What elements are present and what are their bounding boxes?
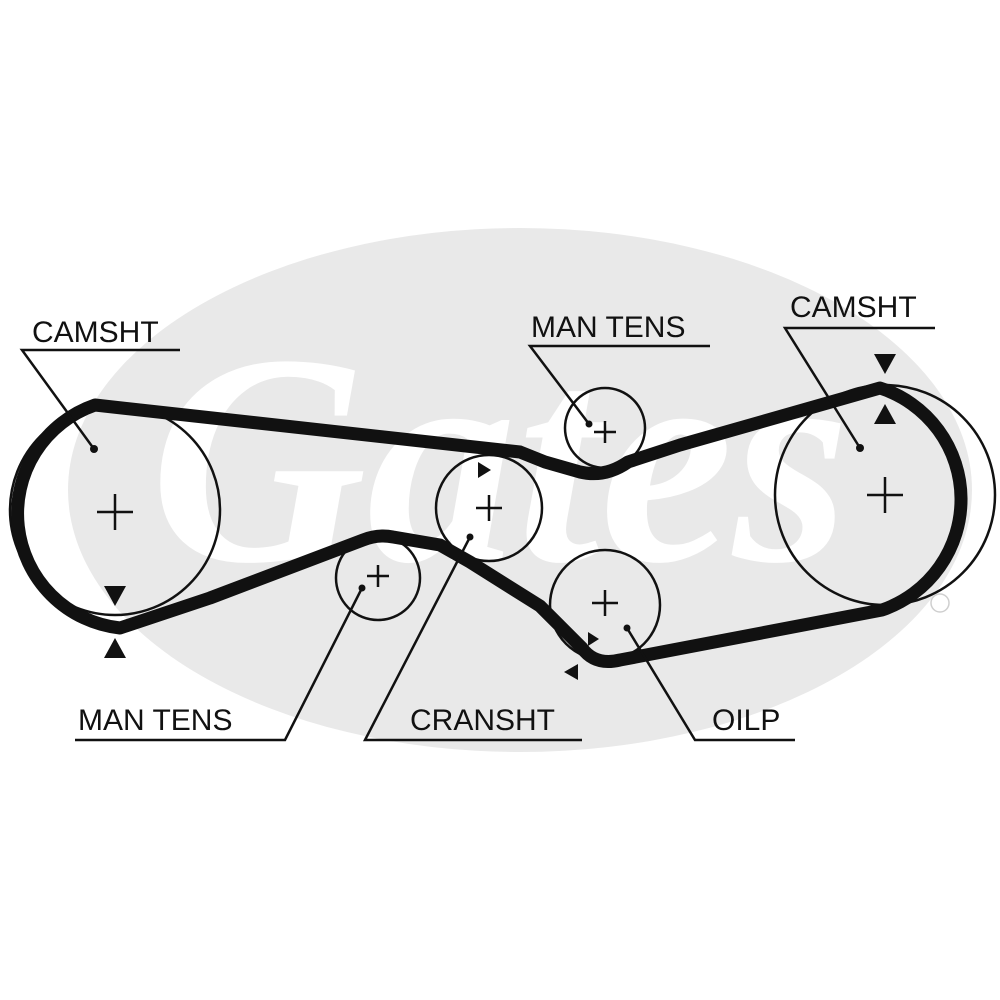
label-tensioner-top: MAN TENS	[531, 311, 685, 344]
leader-tensioner-bottom	[75, 587, 364, 742]
timing-mark-belt-icon	[564, 664, 578, 680]
timing-mark-crank-icon	[478, 462, 491, 478]
timing-belt	[11, 381, 968, 668]
leader-tensioner-top	[527, 344, 710, 425]
label-crankshaft: CRANSHT	[410, 704, 555, 737]
leader-lines	[19, 326, 935, 742]
registered-mark-icon	[930, 593, 950, 613]
logo-oval	[68, 228, 972, 752]
label-tensioner-bottom: MAN TENS	[78, 704, 232, 737]
leader-crankshaft	[362, 536, 582, 742]
timing-mark-left-upper-icon	[104, 586, 126, 606]
label-camshaft-left: CAMSHT	[32, 316, 159, 349]
leader-oil-pump	[625, 627, 795, 742]
timing-mark-right-upper-icon	[874, 354, 896, 374]
timing-mark-oil-pump-icon	[588, 632, 599, 646]
label-oil-pump: OILP	[712, 704, 780, 737]
leader-camshaft-left	[19, 348, 180, 450]
timing-mark-right-lower-icon	[874, 404, 896, 424]
leader-camshaft-right	[782, 326, 935, 449]
timing-mark-left-lower-icon	[104, 638, 126, 658]
timing-marks	[104, 354, 896, 680]
label-camshaft-right: CAMSHT	[790, 291, 917, 324]
